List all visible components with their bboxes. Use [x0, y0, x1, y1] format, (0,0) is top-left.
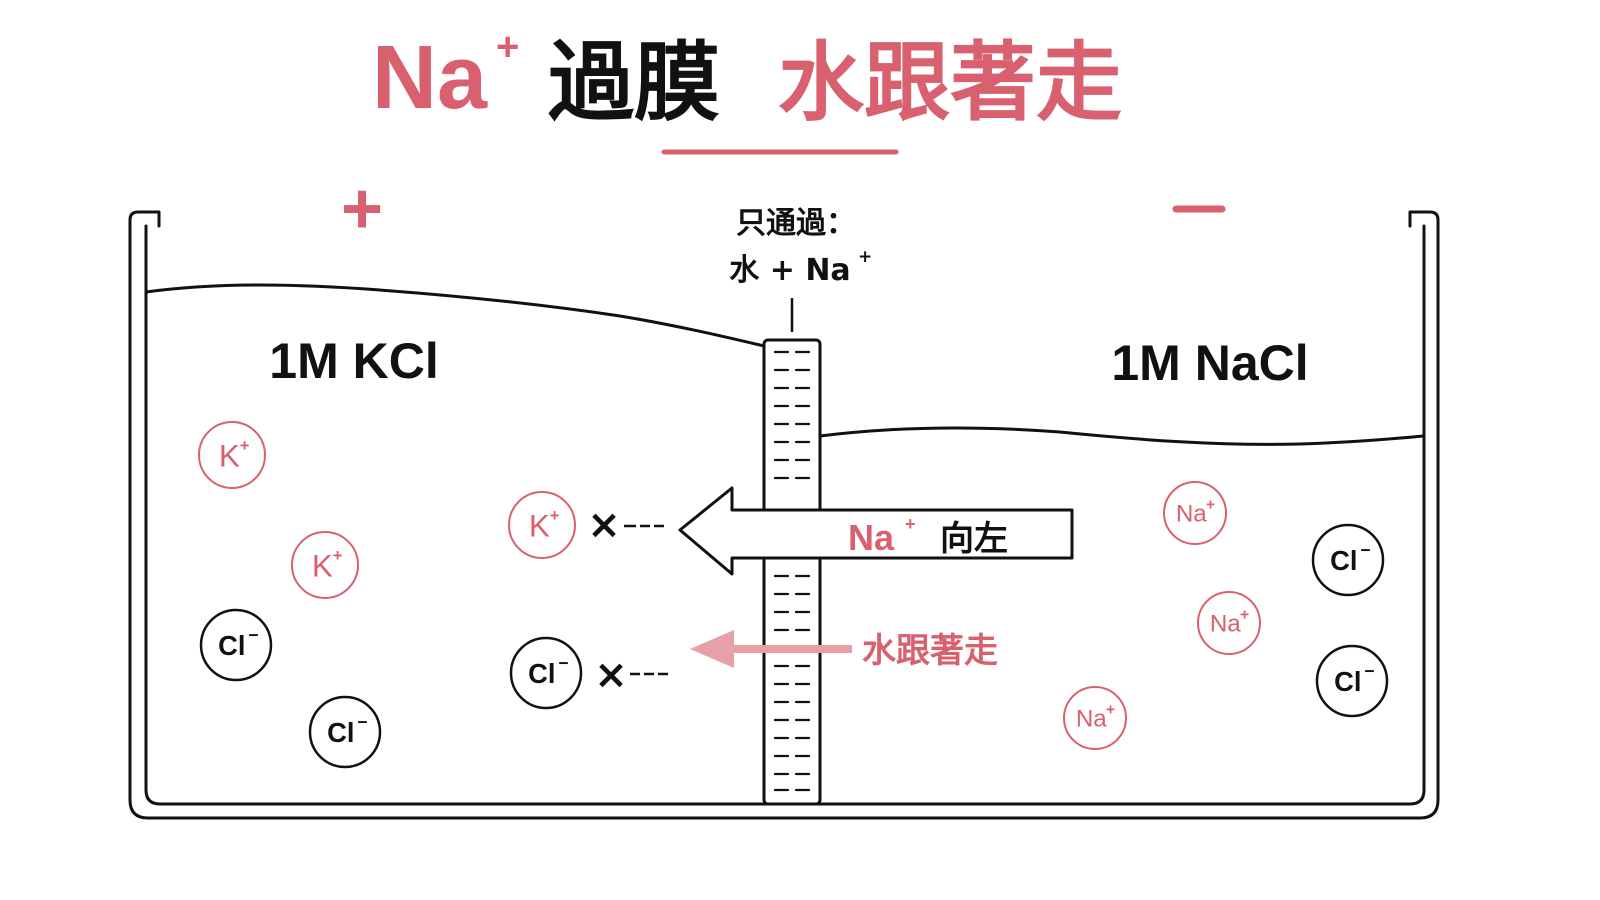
right-water-surface	[819, 426, 1425, 446]
ion-charge: −	[1360, 540, 1370, 560]
ion-label: Cl	[327, 717, 354, 748]
membrane-label-sup: +	[858, 247, 872, 267]
ion-charge: −	[1364, 661, 1374, 681]
ion-label: Na	[1176, 501, 1207, 528]
positive-sign: +	[341, 169, 383, 249]
title-ion: Na	[372, 28, 488, 128]
cation-bubble: K+	[291, 531, 359, 599]
ion-charge: +	[550, 507, 560, 525]
ion-charge: +	[240, 437, 250, 455]
ion-label: Cl	[218, 630, 245, 661]
cation-bubble: K+	[508, 491, 576, 559]
ion-label: Cl	[1330, 545, 1357, 576]
title-membrane: 過膜	[548, 33, 720, 133]
ion-label: K	[219, 438, 240, 473]
right-ion-group: Na+Na+Na+Cl−Cl−	[1063, 481, 1389, 750]
anion-bubble: Cl−	[308, 695, 382, 769]
anion-bubble: Cl−	[509, 636, 583, 710]
ion-charge: +	[1240, 606, 1249, 623]
sodium-arrow-ion: Na	[848, 517, 895, 558]
left-ion-group: K+K+Cl−Cl−	[198, 421, 382, 769]
ion-charge: +	[333, 547, 343, 565]
anion-bubble: Cl−	[1311, 523, 1385, 597]
membrane-label-line1: 只通過：	[736, 206, 856, 241]
ion-label: K	[529, 508, 550, 543]
anion-bubble: Cl−	[1315, 644, 1389, 718]
ion-charge: −	[558, 653, 568, 673]
blocked-mark: ×	[594, 652, 628, 698]
ion-label: Cl	[1334, 666, 1361, 697]
membrane	[762, 298, 822, 806]
blocked-dashes	[624, 524, 668, 676]
cation-bubble: Na+	[1063, 686, 1127, 750]
membrane-label-line2: 水 + Na	[729, 253, 850, 288]
ion-label: Na	[1210, 611, 1241, 638]
cation-bubble: Na+	[1163, 481, 1227, 545]
cation-bubble: K+	[198, 421, 266, 489]
sodium-flux-arrow: Na + 向左	[678, 486, 1074, 576]
left-water-surface	[145, 283, 765, 348]
ion-charge: −	[357, 712, 367, 732]
anion-bubble: Cl−	[199, 608, 273, 682]
blocked-ion-group: K+×Cl−×	[508, 491, 628, 710]
right-solution-label: 1M NaCl	[1111, 335, 1308, 391]
ion-label: K	[312, 548, 333, 583]
title-emphasis: 水跟著走	[778, 33, 1122, 133]
ion-charge: +	[1206, 496, 1215, 513]
left-solution-label: 1M KCl	[269, 333, 438, 389]
cation-bubble: Na+	[1197, 591, 1261, 655]
title: Na + 過膜 水跟著走	[372, 25, 1122, 155]
sodium-arrow-ion-sup: +	[905, 514, 916, 534]
water-flow-arrow: 水跟著走	[690, 630, 998, 671]
ion-charge: −	[248, 625, 258, 645]
title-ion-sup: +	[496, 25, 519, 69]
ion-label: Cl	[528, 658, 555, 689]
sodium-arrow-text: 向左	[940, 519, 1008, 559]
ion-label: Na	[1076, 706, 1107, 733]
blocked-mark: ×	[587, 502, 621, 548]
ion-charge: +	[1106, 701, 1115, 718]
water-arrow-text: 水跟著走	[862, 631, 998, 671]
